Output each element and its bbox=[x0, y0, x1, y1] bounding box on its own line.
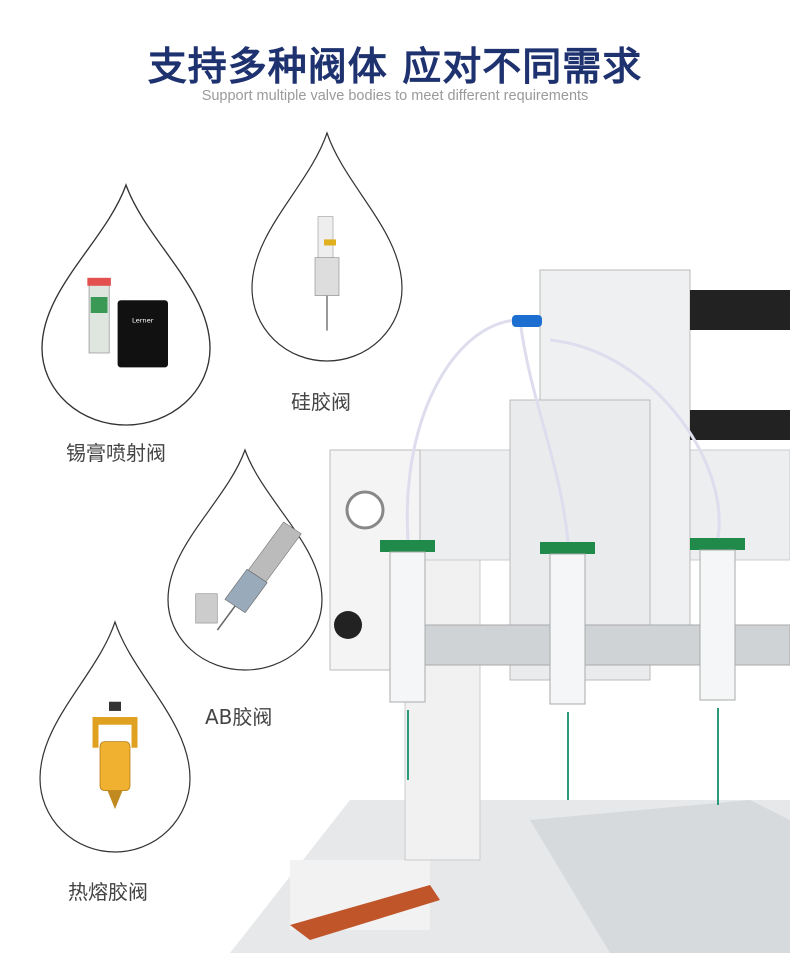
page-subtitle: Support multiple valve bodies to meet di… bbox=[201, 88, 589, 104]
valve-drop-hot-melt bbox=[39, 620, 191, 853]
valve-label-hot-melt: 热熔胶阀 bbox=[68, 880, 148, 904]
valve-label-silicone: 硅胶阀 bbox=[291, 390, 351, 414]
dispensing-machine-image bbox=[230, 260, 790, 953]
lerner-logo-text: Lerner bbox=[132, 317, 154, 325]
valve-drop-silicone bbox=[251, 131, 403, 362]
valve-label-ab-glue: AB胶阀 bbox=[205, 705, 273, 729]
valve-drop-ab-glue bbox=[167, 448, 323, 671]
valve-drop-solder-paste: Lerner bbox=[41, 183, 211, 426]
jet-valve-image bbox=[117, 300, 168, 368]
page-title: 支持多种阀体 应对不同需求 bbox=[147, 45, 643, 90]
valve-label-solder-paste: 锡膏喷射阀 bbox=[66, 441, 166, 465]
syringe-image bbox=[88, 280, 110, 354]
